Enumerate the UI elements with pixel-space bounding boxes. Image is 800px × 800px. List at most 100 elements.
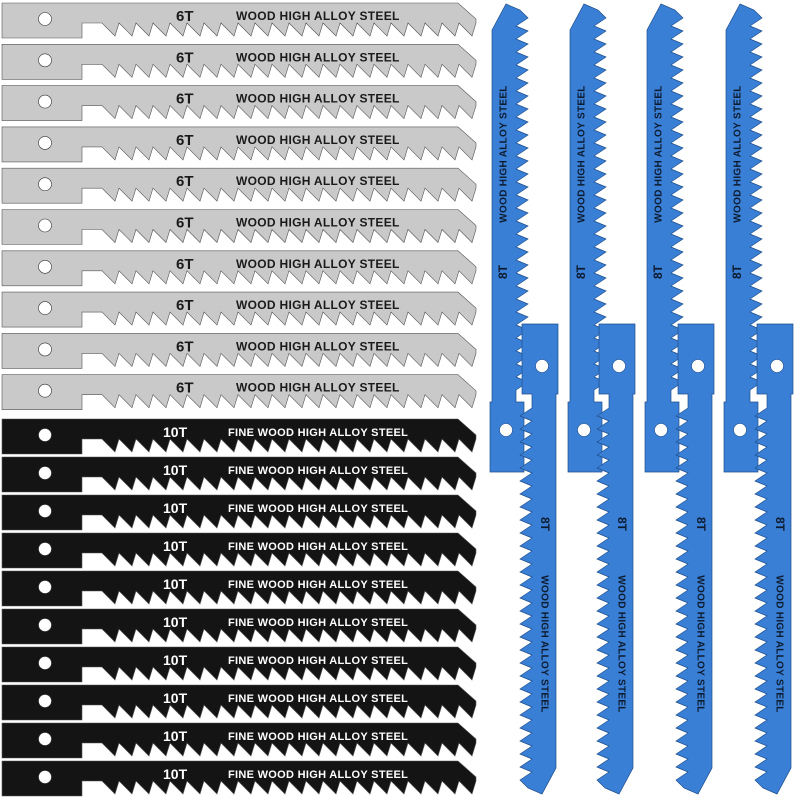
tooth-count-label: 10T bbox=[163, 500, 188, 516]
mounting-hole bbox=[38, 770, 52, 784]
black-10t-blade-group: 10T FINE WOOD HIGH ALLOY STEEL 10T FINE WOO… bbox=[1, 418, 477, 797]
mounting-hole bbox=[38, 12, 52, 26]
material-label: WOOD HIGH ALLOY STEEL bbox=[236, 339, 400, 353]
material-label: WOOD HIGH ALLOY STEEL bbox=[733, 85, 744, 222]
tooth-count-label: 10T bbox=[163, 424, 188, 440]
mounting-hole bbox=[38, 732, 52, 746]
blade-body bbox=[1, 456, 477, 493]
mounting-hole bbox=[38, 618, 52, 632]
blade-body bbox=[754, 323, 794, 795]
blade-body bbox=[1, 85, 477, 121]
tooth-count-label: 8T bbox=[694, 517, 708, 532]
mounting-hole bbox=[654, 423, 668, 437]
blade-body bbox=[489, 3, 529, 473]
mounting-hole bbox=[499, 423, 513, 437]
blade-body bbox=[1, 2, 477, 39]
blade-body bbox=[1, 532, 477, 569]
tooth-count-label: 6T bbox=[176, 49, 194, 66]
tooth-count-label: 6T bbox=[176, 8, 194, 25]
mounting-hole bbox=[38, 466, 52, 480]
material-label: FINE WOOD HIGH ALLOY STEEL bbox=[228, 579, 408, 591]
blade-body bbox=[675, 323, 715, 795]
blade-body bbox=[567, 3, 607, 473]
blade-body bbox=[1, 126, 477, 163]
blue-blades-down-1: WOOD HIGH ALLOY STEEL 8T bbox=[519, 323, 559, 795]
mounting-hole bbox=[38, 136, 52, 150]
mounting-hole bbox=[38, 301, 52, 315]
black_blades-blade-5: 10T FINE WOOD HIGH ALLOY STEEL bbox=[1, 570, 477, 607]
material-label: WOOD HIGH ALLOY STEEL bbox=[236, 174, 400, 188]
blade-body bbox=[1, 494, 477, 531]
material-label: FINE WOOD HIGH ALLOY STEEL bbox=[228, 655, 408, 667]
material-label: WOOD HIGH ALLOY STEEL bbox=[694, 575, 705, 712]
material-label: FINE WOOD HIGH ALLOY STEEL bbox=[228, 617, 408, 629]
mounting-hole bbox=[38, 383, 52, 398]
tooth-count-label: 10T bbox=[163, 690, 188, 706]
mounting-hole bbox=[38, 428, 52, 442]
material-label: WOOD HIGH ALLOY STEEL bbox=[538, 575, 549, 712]
mounting-hole bbox=[38, 218, 52, 233]
tooth-count-label: 6T bbox=[176, 338, 194, 355]
blade-body bbox=[1, 418, 477, 455]
material-label: FINE WOOD HIGH ALLOY STEEL bbox=[228, 503, 408, 515]
tooth-count-label: 6T bbox=[176, 256, 194, 273]
blade-body bbox=[1, 167, 477, 204]
tooth-count-label: 8T bbox=[538, 517, 552, 532]
mounting-hole bbox=[38, 177, 52, 191]
material-label: WOOD HIGH ALLOY STEEL bbox=[236, 133, 400, 147]
blue-blades-up-4: WOOD HIGH ALLOY STEEL 8T bbox=[723, 3, 763, 473]
material-label: WOOD HIGH ALLOY STEEL bbox=[236, 92, 400, 106]
tooth-count-label: 6T bbox=[176, 297, 194, 314]
tooth-count-label: 8T bbox=[730, 264, 744, 279]
material-label: WOOD HIGH ALLOY STEEL bbox=[236, 381, 400, 395]
mounting-hole bbox=[38, 656, 52, 670]
blade-body bbox=[1, 722, 477, 759]
mounting-hole bbox=[38, 580, 52, 594]
tooth-count-label: 10T bbox=[163, 728, 188, 744]
mounting-hole bbox=[38, 542, 52, 556]
blade-body bbox=[644, 3, 684, 473]
mounting-hole bbox=[612, 359, 626, 373]
tooth-count-label: 8T bbox=[651, 264, 665, 279]
material-label: WOOD HIGH ALLOY STEEL bbox=[236, 216, 400, 230]
blade-body bbox=[1, 333, 477, 369]
tooth-count-label: 6T bbox=[176, 380, 194, 397]
blade-body bbox=[1, 684, 477, 721]
silver_blades-blade-5: 6T WOOD HIGH ALLOY STEEL bbox=[1, 167, 477, 204]
material-label: FINE WOOD HIGH ALLOY STEEL bbox=[228, 693, 408, 705]
material-label: FINE WOOD HIGH ALLOY STEEL bbox=[228, 427, 408, 439]
tooth-count-label: 6T bbox=[176, 173, 194, 190]
black_blades-blade-8: 10T FINE WOOD HIGH ALLOY STEEL bbox=[1, 684, 477, 721]
blade-body bbox=[723, 3, 763, 473]
black_blades-blade-1: 10T FINE WOOD HIGH ALLOY STEEL bbox=[1, 418, 477, 455]
blade-body bbox=[1, 570, 477, 607]
tooth-count-label: 8T bbox=[574, 264, 588, 279]
tooth-count-label: 10T bbox=[163, 576, 188, 592]
mounting-hole bbox=[38, 94, 52, 109]
mounting-hole bbox=[38, 259, 52, 274]
blue-8t-blade-group-lower: WOOD HIGH ALLOY STEEL 8T WOOD HIGH ALLOY S… bbox=[519, 323, 794, 795]
silver_blades-blade-7: 6T WOOD HIGH ALLOY STEEL bbox=[1, 250, 477, 287]
blade-body bbox=[1, 250, 477, 287]
mounting-hole bbox=[38, 53, 52, 68]
blade-body bbox=[1, 608, 477, 645]
blade-body bbox=[1, 209, 477, 245]
mounting-hole bbox=[38, 342, 52, 357]
material-label: WOOD HIGH ALLOY STEEL bbox=[236, 257, 400, 271]
tooth-count-label: 8T bbox=[496, 264, 510, 279]
silver_blades-blade-10: 6T WOOD HIGH ALLOY STEEL bbox=[1, 374, 477, 410]
